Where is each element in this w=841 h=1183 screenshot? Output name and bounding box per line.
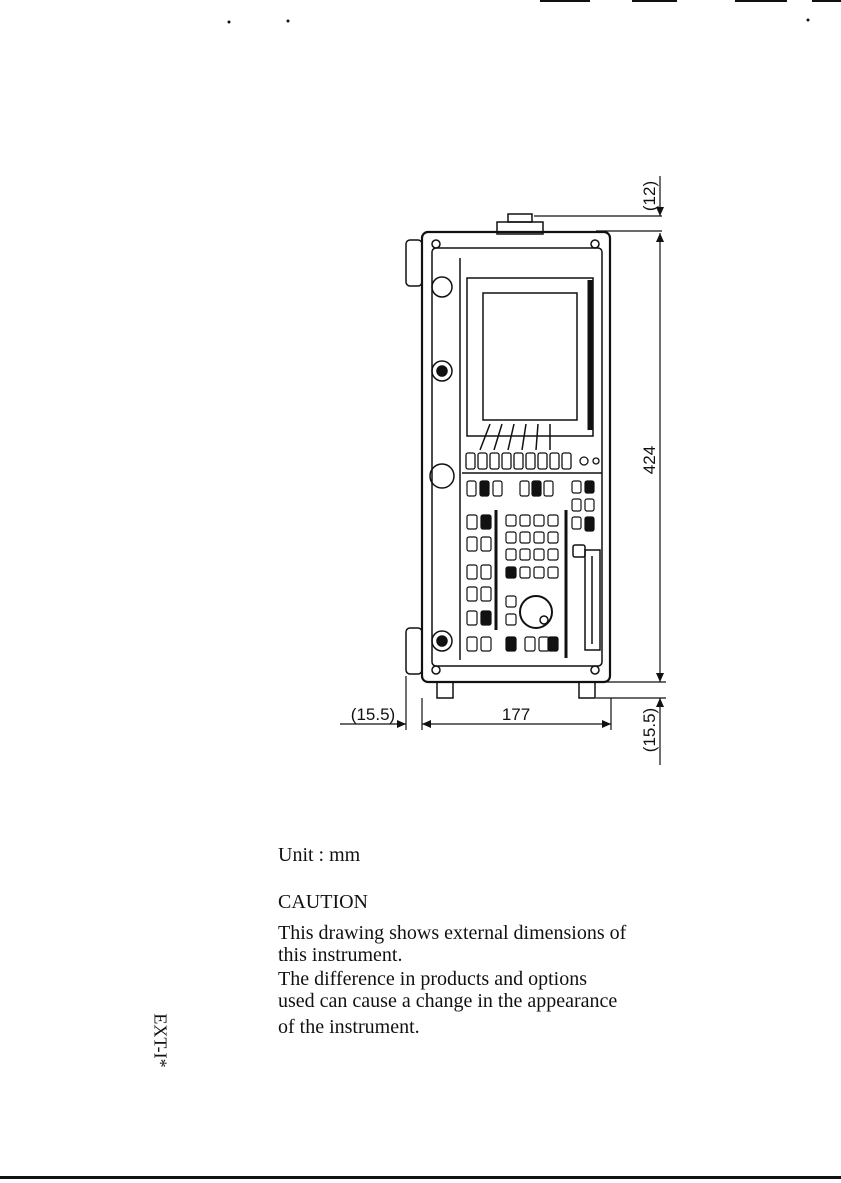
connector-pin bbox=[437, 636, 447, 646]
screen bbox=[483, 293, 577, 420]
unit-label: Unit : mm bbox=[278, 844, 360, 866]
connector-top bbox=[432, 277, 452, 297]
side-handle-lower bbox=[406, 628, 422, 674]
top-knob-cap bbox=[508, 214, 532, 222]
screw bbox=[432, 240, 440, 248]
caution-title: CAUTION bbox=[278, 891, 368, 913]
screen-bezel bbox=[467, 278, 593, 436]
caution-line: of the instrument. bbox=[278, 1016, 420, 1038]
page-id: EXT-I* bbox=[150, 1013, 171, 1067]
dim-height: 424 bbox=[640, 446, 659, 474]
instrument-front-view bbox=[406, 214, 610, 698]
screw bbox=[432, 666, 440, 674]
speck bbox=[807, 19, 810, 22]
numeric-keypad bbox=[506, 515, 558, 625]
bottom-rule bbox=[0, 1176, 841, 1179]
speck bbox=[228, 21, 231, 24]
caution-line: The difference in products and options bbox=[278, 968, 587, 990]
caution-line: this instrument. bbox=[278, 944, 402, 966]
speck bbox=[287, 20, 290, 23]
dim-top-offset: (12) bbox=[640, 181, 659, 211]
enter-key bbox=[573, 545, 585, 557]
connector-round bbox=[430, 464, 454, 488]
dim-width: 177 bbox=[502, 705, 530, 724]
caution-line: used can cause a change in the appearanc… bbox=[278, 990, 617, 1012]
left-key-block bbox=[467, 510, 496, 651]
screw bbox=[591, 240, 599, 248]
rotary-knob-dimple bbox=[540, 616, 548, 624]
side-handle-upper bbox=[406, 240, 422, 286]
dim-left-offset: (15.5) bbox=[351, 705, 395, 724]
caution-line: This drawing shows external dimensions o… bbox=[278, 922, 626, 944]
dim-bottom-offset: (15.5) bbox=[640, 708, 659, 752]
softkey-row bbox=[466, 453, 599, 469]
foot-left bbox=[437, 682, 453, 698]
foot-right bbox=[579, 682, 595, 698]
dimension-lines bbox=[340, 176, 666, 765]
screw bbox=[591, 666, 599, 674]
softkey-leaders bbox=[480, 424, 550, 450]
connector-pin bbox=[437, 366, 447, 376]
bottom-key-row bbox=[506, 637, 558, 651]
